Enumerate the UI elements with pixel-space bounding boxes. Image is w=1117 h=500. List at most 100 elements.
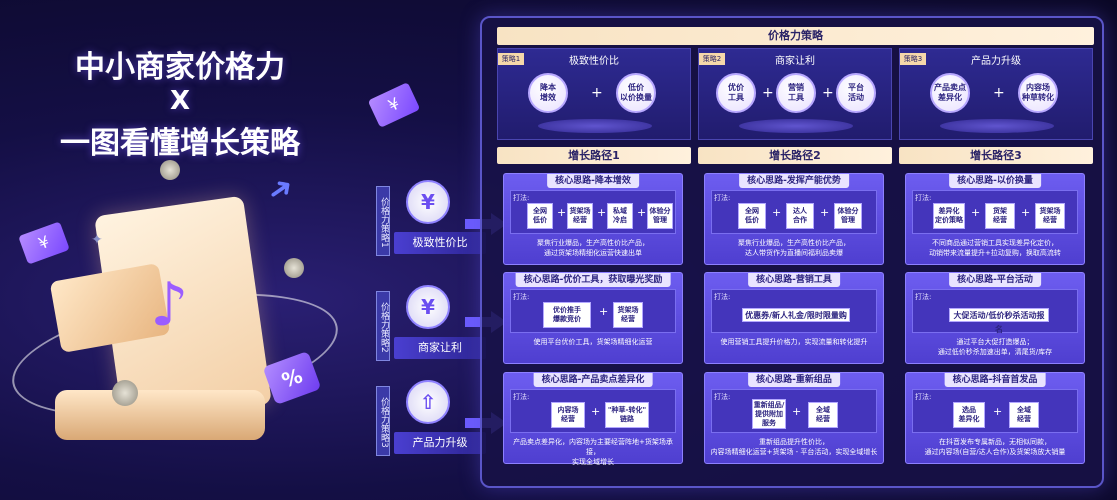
tactic-box: 体验分 管理 [834, 203, 862, 229]
tactic-label: 打法: [915, 293, 932, 301]
tactic-box: 全网 低价 [527, 203, 553, 229]
card-head: 核心思路-发挥产能优势 [739, 174, 849, 188]
strategy-title: 产品力升级 [971, 56, 1021, 67]
tactic-box: 差异化 定价策略 [933, 203, 965, 229]
strategy-item: 降本 增效 [528, 73, 568, 113]
card-description: 产品卖点差异化，内容场为主要经营阵地+货架场承接， 实现全域增长 [513, 438, 673, 466]
tactic-box: 全域 经营 [1009, 402, 1039, 428]
tactic-label: 打法: [513, 393, 530, 401]
strategy-label-3: 价格力策略3 ⇧ 产品力升级 [376, 380, 486, 470]
approach-card: 核心思路-发挥产能优势 打法: 全网 低价 + 达人 合作 + 体验分 管理 聚… [704, 173, 884, 265]
card-head: 核心思路-抖音首发品 [944, 373, 1046, 387]
pedestal-illustration [55, 390, 265, 440]
card-description: 在抖音发布专属新品，无相似同款， 通过内容场(自营/达人合作)及货架场放大销量 [924, 438, 1066, 456]
card-inner: 打法: 差异化 定价策略 + 货架 经营 + 货架场 经营 [912, 190, 1078, 234]
pedestal-disc [739, 119, 853, 133]
pedestal-disc [940, 119, 1054, 133]
coin-icon [284, 258, 304, 278]
upload-arrow-icon: ⇧ [406, 380, 450, 424]
approach-card: 核心思路-重新组品 打法: 重新组品/ 提供附加 服务 + 全域 经营 重新组品… [704, 372, 884, 464]
card-head: 核心思路-产品卖点差异化 [533, 373, 653, 387]
plus-icon: + [591, 85, 603, 101]
tactic-box: 选品 差异化 [953, 402, 985, 428]
card-inner: 打法: 大促活动/低价秒杀活动报名 [912, 289, 1078, 334]
plus-icon: + [637, 206, 647, 219]
card-description: 使用平台优价工具，货架场精细化运营 [533, 338, 653, 346]
tactic-box: 达人 合作 [786, 203, 814, 229]
plus-icon: + [792, 405, 802, 418]
strategy-label-2: 价格力策略2 ¥ 商家让利 [376, 285, 486, 375]
tactic-label: 打法: [714, 293, 731, 301]
card-head: 核心思路-以价换量 [949, 174, 1041, 188]
wallet-icon: ¥ [406, 285, 450, 329]
tactic-box: 全网 低价 [738, 203, 766, 229]
growth-path-1-bar: 增长路径1 [497, 147, 691, 164]
growth-path-2-bar: 增长路径2 [698, 147, 892, 164]
card-description: 使用营销工具提升价格力，实现流量和转化提升 [720, 338, 868, 346]
card-inner: 打法: 优惠券/新人礼金/限时限量购 [711, 289, 877, 333]
strategy-item: 优价 工具 [716, 73, 756, 113]
plus-icon: + [762, 85, 774, 101]
strategy-section-2: 策略2 商家让利 优价 工具 + 营销 工具 + 平台 活动 [698, 48, 892, 140]
strategy-item: 内容场 种草转化 [1018, 73, 1058, 113]
music-note-icon: ♪ [150, 270, 189, 340]
card-description: 聚焦行业爆品，生产高性价比产品， 达人带货作为直播间福利品卖爆 [738, 239, 850, 257]
card-inner: 打法: 全网 低价 + 达人 合作 + 体验分 管理 [711, 190, 877, 234]
approach-card: 核心思路-以价换量 打法: 差异化 定价策略 + 货架 经营 + 货架场 经营 … [905, 173, 1085, 265]
headline-line2: 一图看懂增长策略 [60, 126, 300, 161]
pedestal-disc [538, 119, 652, 133]
tactic-box: 私域 冷启 [607, 203, 633, 229]
strategy-item: 平台 活动 [836, 73, 876, 113]
coin-stack-icon [112, 380, 138, 406]
tactic-box: 体验分 管理 [647, 203, 673, 229]
approach-card: 核心思路-产品卖点差异化 打法: 内容场 经营 + "种草-转化" 链路 产品卖… [503, 372, 683, 466]
card-head: 核心思路-营销工具 [748, 273, 840, 287]
card-inner: 打法: 内容场 经营 + "种草-转化" 链路 [510, 389, 676, 433]
tactic-label: 打法: [915, 393, 932, 401]
plus-icon: + [971, 206, 981, 219]
tactic-box: 货架场 经营 [613, 302, 643, 328]
card-head: 核心思路-平台活动 [949, 273, 1041, 287]
approach-card: 核心思路-营销工具 打法: 优惠券/新人礼金/限时限量购 使用营销工具提升价格力… [704, 272, 884, 364]
strategy-label-1: 价格力策略1 ¥ 极致性价比 [376, 180, 486, 270]
strategy-vertical-label: 价格力策略1 [376, 186, 390, 256]
plus-icon: + [993, 405, 1003, 418]
plus-icon: + [1021, 206, 1031, 219]
tactic-box: 优价推手 爆款竞价 [543, 302, 591, 328]
strategy-title: 极致性价比 [569, 56, 619, 67]
approach-card: 核心思路-降本增效 打法: 全网 低价 + 货架场 经营 + 私域 冷启 + 体… [503, 173, 683, 265]
card-inner: 打法: 重新组品/ 提供附加 服务 + 全域 经营 [711, 389, 877, 433]
tactic-box: 货架场 经营 [1035, 203, 1065, 229]
panel-title: 价格力策略 [497, 27, 1094, 45]
growth-path-3-bar: 增长路径3 [899, 147, 1093, 164]
card-description: 不同商品通过营销工具实现差异化定价， 动销带来流量提升+拉动复购，换取高流转 [929, 239, 1061, 257]
card-inner: 打法: 全网 低价 + 货架场 经营 + 私域 冷启 + 体验分 管理 [510, 190, 676, 234]
tactic-box: 货架场 经营 [567, 203, 593, 229]
card-description: 聚焦行业爆品，生产高性价比产品， 通过货架场精细化运营快速出单 [537, 239, 649, 257]
strategy-item: 低价 以价换量 [616, 73, 656, 113]
plus-icon: + [820, 206, 830, 219]
tactic-pill: 大促活动/低价秒杀活动报名 [949, 308, 1049, 334]
plus-icon: + [591, 405, 601, 418]
coin-icon [160, 160, 180, 180]
strategy-label-text: 极致性价比 [394, 232, 486, 254]
card-inner: 打法: 选品 差异化 + 全域 经营 [912, 389, 1078, 433]
tactic-box: 内容场 经营 [551, 402, 585, 428]
plus-icon: + [599, 305, 609, 318]
tactic-pill: 优惠券/新人礼金/限时限量购 [742, 308, 850, 322]
headline-x: X [169, 86, 191, 116]
yuan-coin-icon: ¥ [406, 180, 450, 224]
tactic-label: 打法: [714, 393, 731, 401]
tactic-label: 打法: [513, 194, 530, 202]
approach-card: 核心思路-抖音首发品 打法: 选品 差异化 + 全域 经营 在抖音发布专属新品，… [905, 372, 1085, 464]
tactic-box: 重新组品/ 提供附加 服务 [752, 399, 786, 429]
plus-icon: + [993, 85, 1005, 101]
plus-icon: + [557, 206, 567, 219]
card-head: 核心思路-重新组品 [748, 373, 840, 387]
approach-card: 核心思路-优价工具，获取曝光奖励 打法: 优价推手 爆款竞价 + 货架场 经营 … [503, 272, 683, 364]
card-description: 重新组品提升性价比， 内容场精细化运营+货架场 - 平台活动，实现全域增长 [710, 438, 878, 456]
card-head: 核心思路-优价工具，获取曝光奖励 [515, 273, 671, 287]
approach-card: 核心思路-平台活动 打法: 大促活动/低价秒杀活动报名 通过平台大促打造爆品； … [905, 272, 1085, 364]
star-icon: ✦ [91, 232, 103, 248]
tactic-label: 打法: [513, 293, 530, 301]
